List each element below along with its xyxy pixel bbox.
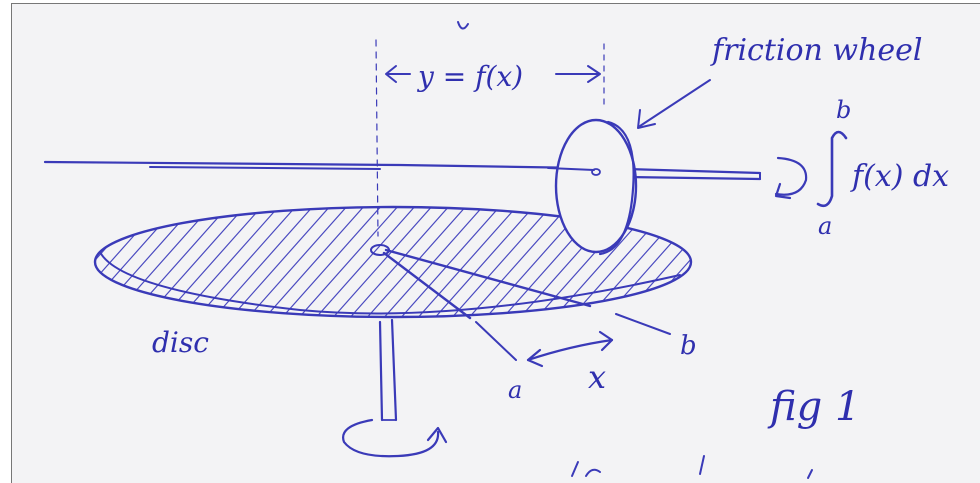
hatch-line: [270, 207, 392, 317]
hatch-line: [0, 195, 68, 330]
hatch-line: [253, 207, 375, 317]
vertical-axis: [375, 39, 379, 237]
cropped-marks: [571, 461, 601, 477]
friction-wheel-pointer: [639, 79, 711, 127]
hatch-line: [95, 207, 205, 317]
integral-upper-limit: b: [836, 96, 851, 124]
hatch-line: [0, 195, 17, 330]
hatch-line: [440, 207, 562, 317]
hatch-line: [95, 207, 188, 317]
cropped-marks-3: [807, 469, 813, 479]
point-a-pointer: [475, 321, 517, 361]
hatch-line: [95, 207, 103, 317]
point-b-label: b: [680, 331, 697, 361]
stray-mark: [457, 21, 469, 30]
hatch-line: [713, 195, 833, 330]
hatch-line: [389, 207, 511, 317]
radius-line-b: [384, 248, 592, 308]
hatch-line: [747, 195, 867, 330]
hatch-line: [0, 195, 85, 330]
hatch-line: [287, 207, 409, 317]
hatch-line: [644, 207, 691, 317]
hatch-line: [338, 207, 460, 317]
hatch-line: [406, 207, 528, 317]
vertical-spindle: [378, 318, 398, 422]
hatch-line: [355, 207, 477, 317]
hatch-line: [95, 207, 137, 317]
x-dimension-arrow: [526, 330, 614, 368]
hatch-line: [678, 207, 691, 317]
hatch-line: [661, 207, 691, 317]
hatch-line: [321, 207, 443, 317]
friction-wheel-label: friction wheel: [710, 33, 923, 68]
disc: [0, 195, 867, 330]
x-label: x: [588, 358, 606, 396]
hatch-line: [304, 207, 426, 317]
disc-label: disc: [152, 326, 209, 359]
hatch-line: [95, 207, 154, 317]
disc-hatching: [0, 195, 867, 330]
hatch-line: [117, 207, 239, 317]
y-equals-fx-label: y = f(x): [416, 60, 523, 93]
hatch-line: [423, 207, 545, 317]
hatch-line: [100, 207, 222, 317]
point-b-pointer: [615, 313, 671, 335]
shaft-rotation-arrow: [774, 156, 808, 196]
cropped-marks-2: [699, 455, 705, 475]
hatch-line: [627, 207, 691, 317]
paper-sheet: [11, 3, 980, 483]
hatch-line: [236, 207, 358, 317]
point-a-label: a: [508, 376, 522, 404]
horizontal-shaft: [43, 160, 762, 181]
hatch-line: [696, 195, 816, 330]
spindle-rotation-arrow: [342, 418, 440, 458]
radius-line-a: [382, 251, 472, 320]
integrand-label: f(x) dx: [850, 159, 949, 194]
hatch-line: [0, 195, 34, 330]
integral-lower-limit: a: [818, 212, 832, 240]
hatch-line: [95, 207, 120, 317]
friction-wheel: [547, 118, 638, 256]
hatch-line: [0, 195, 51, 330]
hatch-line: [219, 207, 341, 317]
figure-caption: fig 1: [767, 384, 860, 430]
y-dimension-arrow: [385, 65, 601, 83]
integral-sign: [816, 130, 848, 208]
